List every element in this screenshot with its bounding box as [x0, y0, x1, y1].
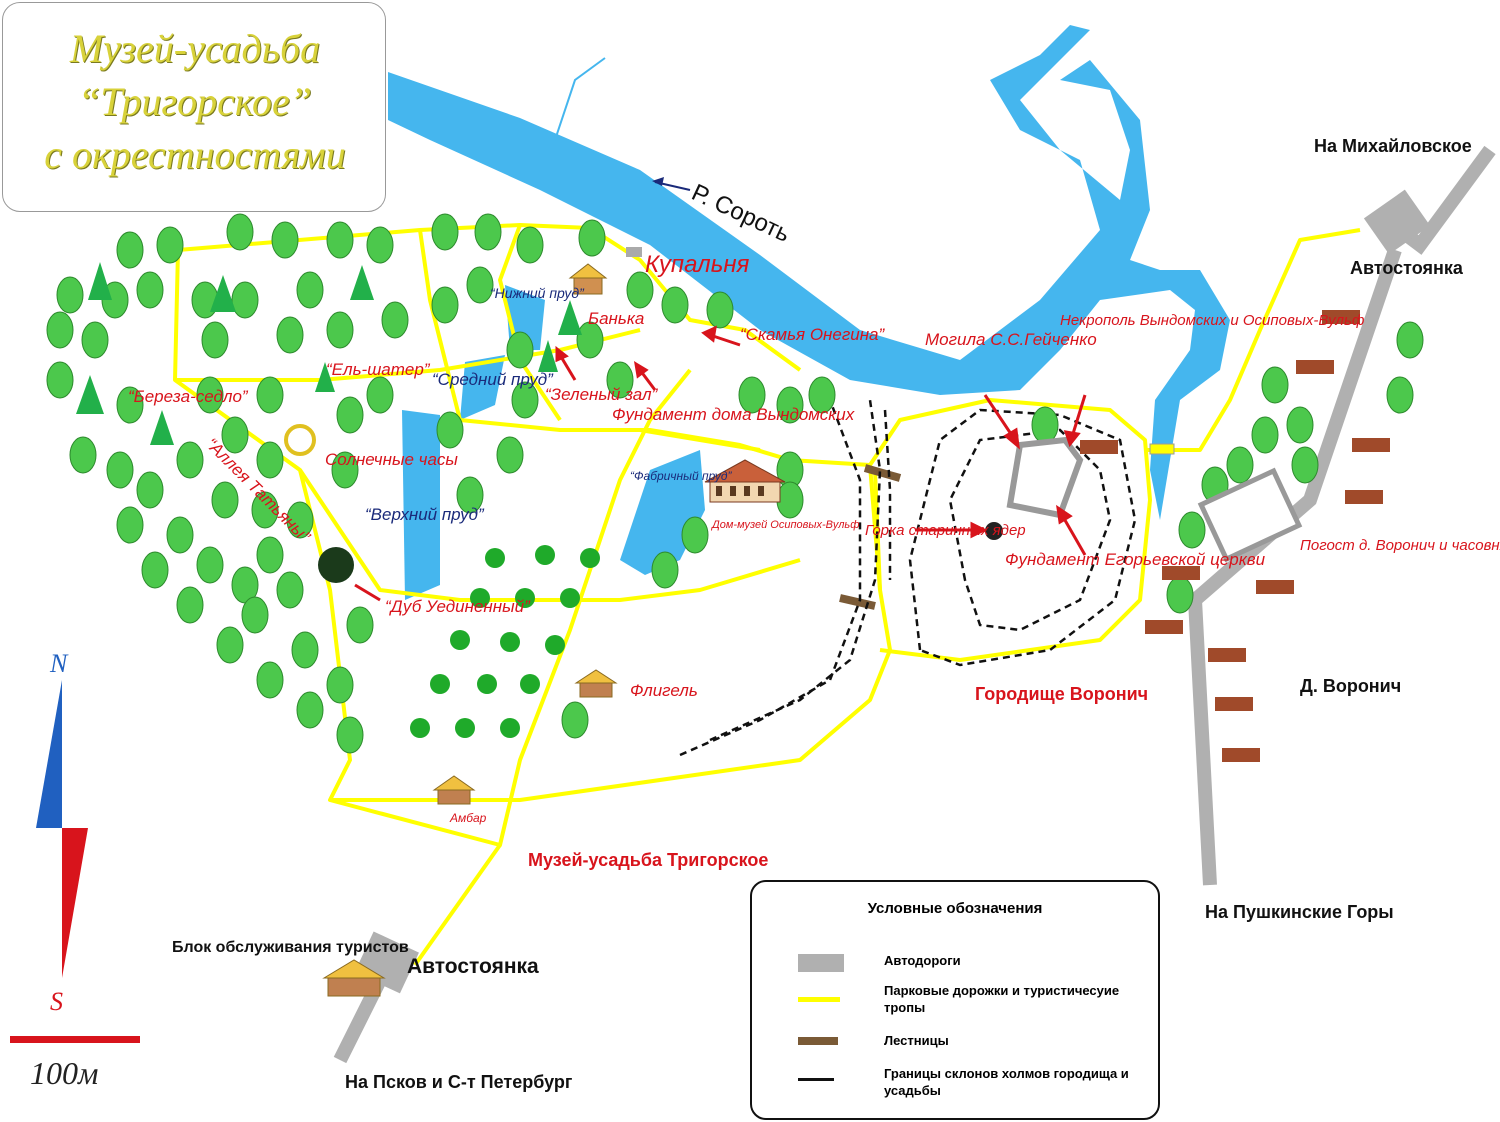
label-factory-pond: “Фабричный пруд”: [630, 469, 732, 483]
label-upper-pond: “Верхний пруд”: [365, 505, 485, 524]
label-to-pskov: На Псков и С-т Петербург: [345, 1072, 573, 1092]
fligel-icon: [574, 669, 618, 698]
label-green-hall: “Зеленый зал”: [545, 385, 659, 404]
gorka-cannonballs: [985, 522, 1003, 540]
legend-label-stairs: Лестницы: [884, 1033, 949, 1048]
stairs: [839, 464, 902, 610]
label-museum-estate: Музей-усадьба Тригорское: [528, 850, 768, 870]
shrubs: [410, 545, 600, 738]
compass: N S: [36, 649, 88, 1016]
trees: [46, 213, 1424, 754]
river-tributary: [554, 57, 606, 141]
title-line-2: “Тригорское”: [77, 79, 313, 124]
slope-borders: [679, 399, 1137, 757]
label-bench: “Скамья Онегина”: [740, 325, 885, 344]
label-banka: Банька: [588, 309, 644, 328]
legend-label-paths: Парковые дорожки и туристичесуие тропы: [884, 983, 1120, 1015]
title-box: Музей-усадьба “Тригорское” с окрестностя…: [2, 2, 386, 212]
label-oak: “Дуб Уединенный”: [385, 597, 531, 616]
legend-label-slopes: Границы склонов холмов городища и усадьб…: [884, 1066, 1129, 1098]
park-paths: [173, 223, 1361, 967]
label-el-shater: “Ель-шатер”: [326, 360, 431, 379]
compass-north-label: N: [49, 649, 69, 678]
label-ambar: Амбар: [449, 811, 487, 825]
scale-label: 100м: [30, 1055, 98, 1091]
pointer-arrows: [354, 325, 1087, 602]
label-to-pushkinskie: На Пушкинские Горы: [1205, 902, 1394, 922]
service-block-icon: [322, 959, 386, 997]
label-gorodishche: Городище Воронич: [975, 684, 1148, 704]
label-to-mikhaylovskoe: На Михайловское: [1314, 136, 1472, 156]
label-church-foundation: Фундамент Егорьевской церкви: [1005, 550, 1266, 569]
legend-title: Условные обозначения: [867, 900, 1043, 917]
banka-icon: [568, 263, 608, 295]
label-voronich: Д. Воронич: [1300, 676, 1401, 696]
label-bereza: “Береза-седло”: [128, 387, 249, 406]
label-house-museum: Дом-музей Осиповых-Вульф: [710, 519, 859, 531]
label-gorka: Горка старинных ядер: [865, 522, 1026, 539]
legend-swatch-stairs: [798, 1037, 838, 1045]
label-pogost: Погост д. Воронич и часовня на месте Вос…: [1300, 537, 1500, 554]
upper-pond: [402, 410, 440, 600]
village-houses: [1080, 310, 1390, 762]
bridge: [1149, 443, 1175, 455]
label-sundial: Солнечные часы: [325, 450, 458, 469]
title-line-3: с окрестностями: [44, 132, 346, 177]
label-lower-pond: “Нижний пруд”: [490, 285, 585, 301]
compass-north-arrow: [36, 680, 62, 828]
legend-label-roads: Автодороги: [884, 953, 961, 968]
kupalnya-icon: [626, 247, 642, 257]
label-parking-bottom: Автостоянка: [407, 955, 539, 978]
label-necropolis: Некрополь Вындомских и Осиповых-Вульф: [1060, 312, 1365, 329]
legend: Условные обозначения Автодороги Парковые…: [750, 880, 1160, 1120]
church-foundation-icon: [1006, 436, 1084, 519]
sundial-icon: [284, 424, 316, 456]
house-museum-icon: [704, 459, 786, 503]
compass-south-label: S: [50, 987, 63, 1016]
label-foundation-house: Фундамент дома Вындомских: [612, 405, 855, 424]
scale-bar: [10, 1036, 140, 1043]
label-fligel: Флигель: [630, 681, 698, 700]
legend-swatch-roads: [798, 954, 844, 972]
parking-top-area: [1363, 189, 1431, 255]
label-parking-top: Автостоянка: [1350, 258, 1464, 278]
label-service-block: Блок обслуживания туристов: [172, 939, 409, 956]
label-grave: Могила С.С.Гейченко: [925, 330, 1097, 349]
ambar-icon: [432, 775, 476, 805]
middle-pond: [460, 355, 505, 420]
label-kupalnya: Купальня: [645, 251, 750, 278]
legend-swatch-slopes: [798, 1078, 834, 1081]
title-line-1: Музей-усадьба: [69, 26, 321, 71]
oak-tree: [318, 547, 354, 583]
compass-south-arrow: [62, 828, 88, 978]
conifers: [76, 262, 582, 445]
legend-swatch-paths: [798, 997, 840, 1002]
pogost-icon: [1197, 467, 1303, 563]
label-middle-pond: “Средний пруд”: [432, 370, 554, 389]
